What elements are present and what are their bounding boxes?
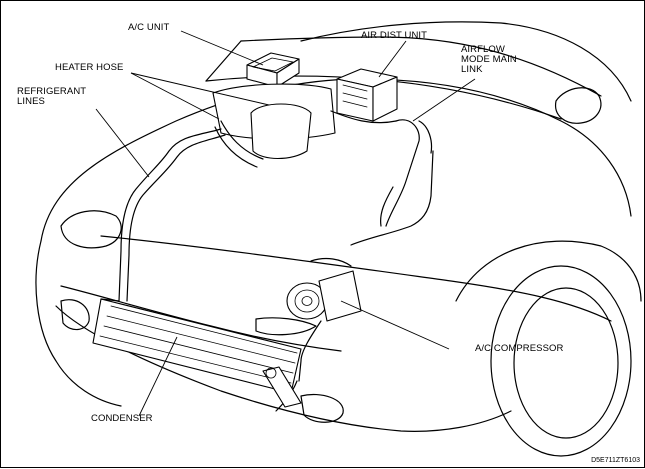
- refrigerant-lines: [118, 128, 434, 302]
- grille-slot: [255, 317, 317, 336]
- figure-code: D5E711ZT6103: [591, 457, 640, 464]
- label-ac-compressor: A/C COMPRESSOR: [475, 343, 564, 354]
- fender-left: [35, 240, 122, 407]
- ac-unit: [246, 52, 300, 88]
- label-refrigerant-lines: REFRIGERANT LINES: [17, 86, 87, 107]
- heater-assembly: [212, 83, 433, 227]
- air-dist-unit: [336, 68, 398, 122]
- receiver-drier: [262, 366, 302, 408]
- label-ac-unit: A/C UNIT: [128, 22, 170, 33]
- label-heater-hose: HEATER HOSE: [55, 62, 124, 73]
- label-condenser: CONDENSER: [91, 413, 153, 424]
- front-wheel-inner: [513, 287, 619, 439]
- hood-front-edge: [100, 235, 612, 322]
- fog-light-right: [300, 393, 344, 423]
- wheel-arch: [455, 240, 642, 302]
- roof-line: [300, 21, 632, 102]
- side-mirror: [554, 87, 602, 124]
- front-wheel: [490, 265, 632, 457]
- ac-compressor: [275, 257, 362, 412]
- hood-outline: [40, 78, 632, 242]
- fog-light-left: [60, 299, 90, 331]
- label-air-dist-unit: AIR DIST UNIT: [361, 30, 428, 41]
- leader-lines: [95, 30, 476, 417]
- headlight-left: [60, 210, 122, 249]
- a-pillar: [205, 40, 242, 82]
- label-airflow-mode-main-link: AIRFLOW MODE MAIN LINK: [461, 44, 517, 75]
- windshield-base: [240, 36, 602, 97]
